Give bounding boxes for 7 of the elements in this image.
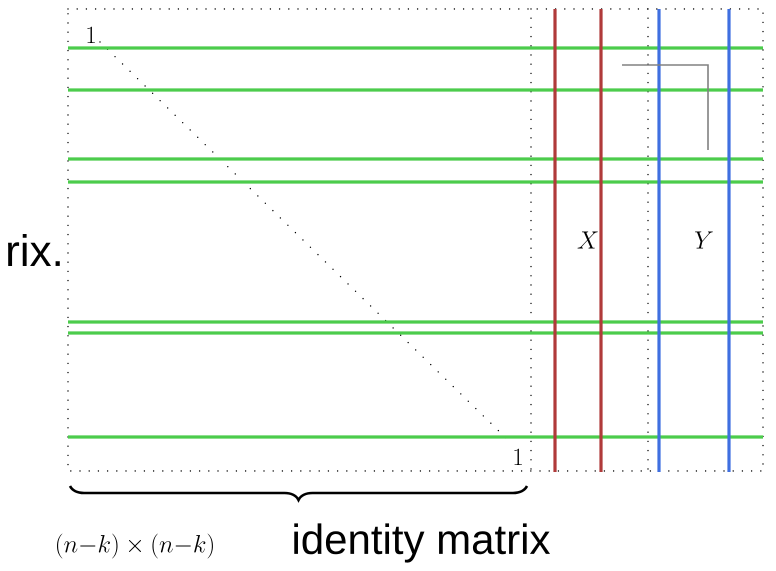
partial-text: rix. [8,234,60,266]
caption-text: identity matrix [294,523,550,563]
matrix-label: $X$ [578,232,598,248]
caption-formula: $(n{-}k)\times(n{-}k)$ [57,534,213,558]
matrix-entry: $1$ [514,448,522,466]
matrix-label: $Y$ [695,232,713,248]
matrix-entry: $1$ [87,26,95,44]
